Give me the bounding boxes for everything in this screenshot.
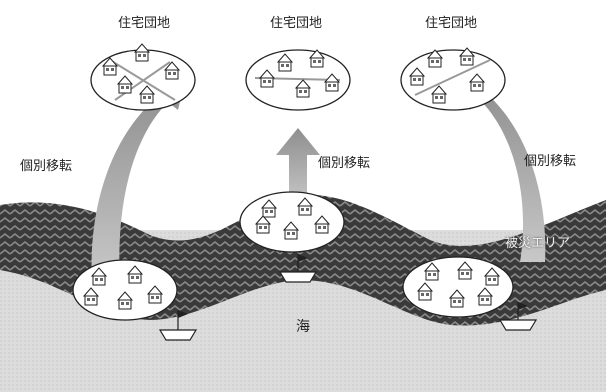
housing-area-label-left: 住宅団地 [118,16,171,31]
relocation-arrow-left [91,80,185,282]
sea-label: 海 [296,319,310,335]
relocation-label-center: 個別移転 [318,156,371,171]
boat-icon-right [498,302,538,331]
relocation-label-left: 個別移転 [20,159,73,174]
housing-area-label-center: 住宅団地 [270,16,323,31]
coastal-cluster-right [402,256,514,318]
housing-area-label-right: 住宅団地 [425,16,478,31]
boat-icon-center [278,254,318,283]
relocation-arrow-right [460,80,546,262]
damage-zone-label: 被災エリア [505,236,571,251]
relocation-label-right: 個別移転 [524,154,577,169]
relocation-arrow-center [276,128,320,205]
boat-icon-left [158,310,198,341]
coastal-cluster-center [239,191,345,253]
